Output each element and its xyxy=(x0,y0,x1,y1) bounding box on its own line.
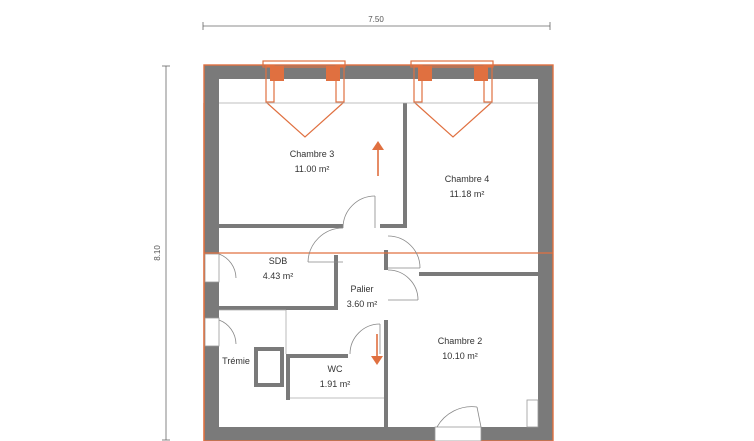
room-name-chambre-3: Chambre 3 xyxy=(290,149,335,159)
room-name-wc: WC xyxy=(328,364,343,374)
door-swings xyxy=(218,195,482,428)
room-name-palier: Palier xyxy=(350,284,373,294)
room-area-wc: 1.91 m² xyxy=(320,379,351,389)
room-area-chambre-2: 10.10 m² xyxy=(442,351,478,361)
room-area-palier: 3.60 m² xyxy=(347,299,378,309)
room-area-chambre-4: 11.18 m² xyxy=(450,189,485,199)
width-dimension xyxy=(202,22,551,30)
room-area-sdb: 4.43 m² xyxy=(263,271,294,281)
room-name-sdb: SDB xyxy=(269,256,288,266)
interior-walls xyxy=(219,103,538,427)
stair-arrow-down xyxy=(371,334,383,365)
bottom-wall-opening xyxy=(434,426,482,441)
thin-lines xyxy=(219,102,538,399)
bottom-right-opening xyxy=(526,399,539,428)
left-wall-openings xyxy=(204,253,220,347)
height-dimension xyxy=(162,65,170,441)
roof-window-right xyxy=(410,60,494,138)
roof-window-left xyxy=(262,60,346,138)
width-dimension-label: 7.50 xyxy=(368,15,384,24)
level-lines xyxy=(203,103,553,441)
room-name-tremie: Trémie xyxy=(222,356,250,366)
height-dimension-label: 8.10 xyxy=(153,245,162,261)
stair-arrow-up xyxy=(372,141,384,176)
room-area-chambre-3: 11.00 m² xyxy=(295,164,330,174)
room-name-chambre-2: Chambre 2 xyxy=(438,336,483,346)
room-name-chambre-4: Chambre 4 xyxy=(445,174,490,184)
